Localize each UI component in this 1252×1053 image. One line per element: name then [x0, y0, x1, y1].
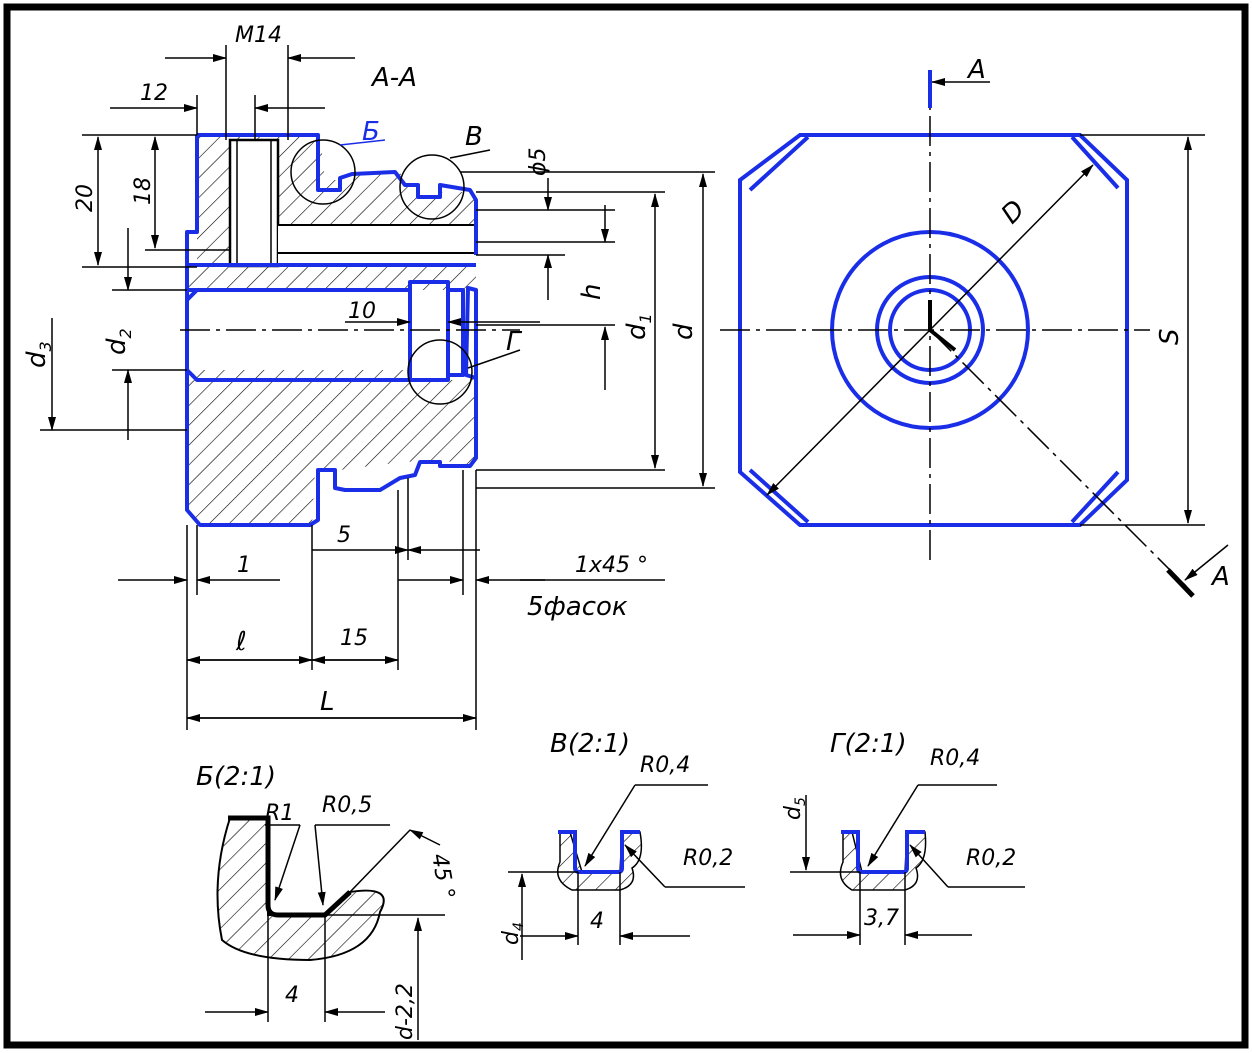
detail-b: Б(2:1) R1 R0,5 4 45 ° d-2,2	[196, 762, 459, 1040]
sheet-border	[3, 3, 1249, 1049]
detail-g-r04: R0,4	[930, 746, 980, 771]
d-label: d	[669, 323, 699, 340]
dim-5-label: 5	[337, 523, 351, 548]
detail-g-title: Г(2:1)	[830, 729, 907, 759]
detail-b-dminus: d-2,2	[393, 983, 418, 1040]
dim-L-label: L	[320, 687, 335, 717]
detail-v-title: В(2:1)	[550, 729, 630, 759]
detail-v-marker	[399, 154, 465, 220]
mark-b-label: Б	[362, 117, 380, 147]
dim-l-label: ℓ	[235, 627, 247, 657]
detail-b-r1: R1	[265, 801, 294, 826]
detail-v-dim4: 4	[590, 909, 604, 934]
detail-v-r04: R0,4	[640, 753, 690, 778]
d-big-label: D	[996, 195, 1031, 230]
detail-b-angle: 45 °	[426, 852, 459, 902]
dim-15-label: 15	[340, 626, 368, 651]
dim-1-label: 1	[237, 553, 251, 578]
detail-g-r02: R0,2	[966, 846, 1016, 871]
section-body-top	[197, 135, 476, 225]
detail-g: Г(2:1) R0,4 R0,2 3,7 d5	[781, 729, 1025, 945]
chamfer-label: 1x45 °	[575, 553, 648, 578]
section-dimensions	[40, 45, 715, 730]
detail-b-title: Б(2:1)	[196, 762, 276, 792]
h-label: h	[577, 284, 607, 300]
detail-v: В(2:1) R0,4 R0,2 4 d4	[499, 729, 745, 960]
bore-outline	[187, 280, 465, 382]
detail-v-d4: d4	[499, 922, 527, 945]
detail-v-r02: R0,2	[683, 846, 733, 871]
d2-label: d2	[102, 328, 135, 355]
part-outline-upper	[197, 133, 478, 255]
detail-b-marker	[290, 139, 356, 205]
thread-hole	[228, 138, 280, 268]
s-label: S	[1155, 328, 1185, 345]
section-labels: А-А М14 12 20 18 Б В ϕ5 h d1 d d2 d3 10 …	[22, 23, 699, 717]
mark-v-label: В	[465, 122, 483, 152]
chamfer-note: 5фасок	[527, 592, 628, 622]
dim-12-label: 12	[140, 81, 168, 106]
side-view: D S А А	[720, 55, 1230, 598]
detail-b-r05: R0,5	[322, 793, 372, 818]
dim-10-label: 10	[348, 299, 376, 324]
d3-label: d3	[22, 341, 55, 368]
cut-a-top: А	[966, 55, 986, 85]
dim-18-label: 18	[131, 177, 156, 205]
phi5-label: ϕ5	[526, 147, 551, 176]
detail-g-marker	[407, 339, 473, 405]
dim-20-label: 20	[73, 184, 98, 212]
cut-a-bottom: А	[1210, 562, 1230, 592]
mark-g-label: Г	[506, 327, 523, 357]
detail-b-dim4: 4	[285, 983, 299, 1008]
detail-g-d5: d5	[781, 797, 809, 820]
section-title: А-А	[370, 63, 417, 93]
d1-label: d1	[622, 313, 655, 340]
detail-g-dim37: 3,7	[864, 906, 899, 931]
section-view	[180, 133, 520, 527]
thread-label: М14	[235, 23, 282, 48]
